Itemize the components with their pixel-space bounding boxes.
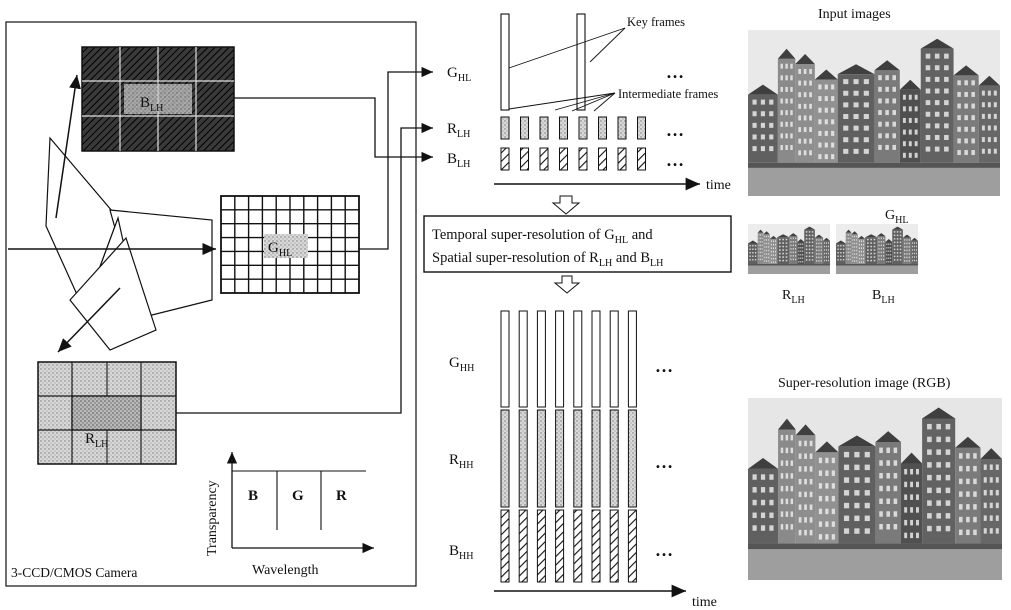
input-row-b-label: BLH [447, 151, 470, 170]
output-g-frame [519, 311, 527, 407]
output-b-frame [610, 510, 618, 582]
input-row-g-label: GHL [447, 65, 471, 84]
input-r-frame [638, 117, 646, 139]
output-r-frame [501, 410, 509, 507]
input-r-frame [599, 117, 607, 139]
input-b-frame [638, 148, 646, 170]
g-sensor: GHL [221, 196, 359, 293]
input-b-frame [521, 148, 529, 170]
output-time-label: time [692, 595, 717, 610]
down-arrow-icon [553, 196, 579, 214]
frame-annotation-lines [509, 28, 625, 111]
input-image-g [748, 30, 1000, 196]
input-r-frame [540, 117, 548, 139]
output-b-frame [501, 510, 509, 582]
input-row-g-ellipsis: … [666, 62, 684, 82]
input-row-b-ellipsis: … [666, 150, 684, 170]
input-r-frames [501, 117, 646, 139]
spectrum-graph: B G R Transparency Wavelength [205, 452, 374, 578]
output-b-frame [537, 510, 545, 582]
output-row-b-ellipsis: … [655, 540, 673, 560]
input-b-frame [540, 148, 548, 170]
output-b-frame [574, 510, 582, 582]
camera-panel: BLH GHL RLH B G R [6, 22, 416, 586]
key-frame [577, 14, 585, 110]
down-arrow-icon [555, 276, 579, 293]
input-time-label: time [706, 178, 731, 193]
input-r-frame [521, 117, 529, 139]
output-r-frame [628, 410, 636, 507]
output-row-r-label: RHH [449, 452, 473, 471]
spectrum-band-r: R [336, 488, 347, 504]
input-image-r [748, 224, 830, 274]
intermediate-frames-label: Intermediate frames [618, 87, 718, 101]
output-g-frame [592, 311, 600, 407]
output-r-frame [592, 410, 600, 507]
process-box: Temporal super-resolution of GHL and Spa… [424, 196, 731, 293]
output-g-frame [610, 311, 618, 407]
output-g-frame [537, 311, 545, 407]
super-resolution-title: Super-resolution image (RGB) [778, 376, 951, 391]
input-image-g-label: GHL [885, 208, 908, 226]
output-r-frame [556, 410, 564, 507]
input-row-r-ellipsis: … [666, 120, 684, 140]
r-sensor: RLH [38, 362, 176, 464]
output-r-frames [501, 410, 636, 507]
input-r-frame [560, 117, 568, 139]
camera-label: 3-CCD/CMOS Camera [11, 565, 137, 580]
output-b-frame [592, 510, 600, 582]
input-b-frame [599, 148, 607, 170]
output-g-frame [501, 311, 509, 407]
output-b-frame [628, 510, 636, 582]
output-g-frame [574, 311, 582, 407]
input-r-frame [501, 117, 509, 139]
output-r-frame [537, 410, 545, 507]
input-row-r-label: RLH [447, 121, 470, 140]
spectrum-band-b: B [248, 488, 258, 504]
output-g-frame [556, 311, 564, 407]
spectrum-xlabel: Wavelength [252, 563, 319, 578]
key-frame [501, 14, 509, 110]
output-row-r-ellipsis: … [655, 452, 673, 472]
prism [46, 138, 212, 350]
input-b-frame [560, 148, 568, 170]
input-image-r-label: RLH [782, 288, 805, 306]
input-streams: GHL RLH BLH … … … time Key frames Interm… [447, 14, 731, 193]
spectrum-ylabel: Transparency [205, 480, 220, 556]
input-r-frame [618, 117, 626, 139]
output-row-g-ellipsis: … [655, 356, 673, 376]
output-r-frame [574, 410, 582, 507]
output-b-frames [501, 510, 636, 582]
input-b-frame [501, 148, 509, 170]
output-b-frame [556, 510, 564, 582]
output-g-frame [628, 311, 636, 407]
right-panel: Input images GHL RLH BLH Super-resolutio… [748, 7, 1002, 580]
spectrum-band-g: G [292, 488, 304, 504]
output-row-b-label: BHH [449, 543, 473, 562]
output-b-frame [519, 510, 527, 582]
input-b-frame [579, 148, 587, 170]
output-streams: GHH RHH BHH … … … time [449, 311, 717, 610]
b-sensor: BLH [82, 47, 234, 151]
input-b-frame [618, 148, 626, 170]
input-image-b [836, 224, 918, 274]
input-image-b-label: BLH [872, 288, 895, 306]
output-r-frame [610, 410, 618, 507]
input-b-frames [501, 148, 646, 170]
input-r-frame [579, 117, 587, 139]
output-r-frame [519, 410, 527, 507]
input-images-title: Input images [818, 7, 891, 22]
output-g-frames [501, 311, 636, 407]
super-resolution-image [748, 398, 1002, 580]
output-row-g-label: GHH [449, 355, 474, 374]
key-frames-label: Key frames [627, 15, 685, 29]
